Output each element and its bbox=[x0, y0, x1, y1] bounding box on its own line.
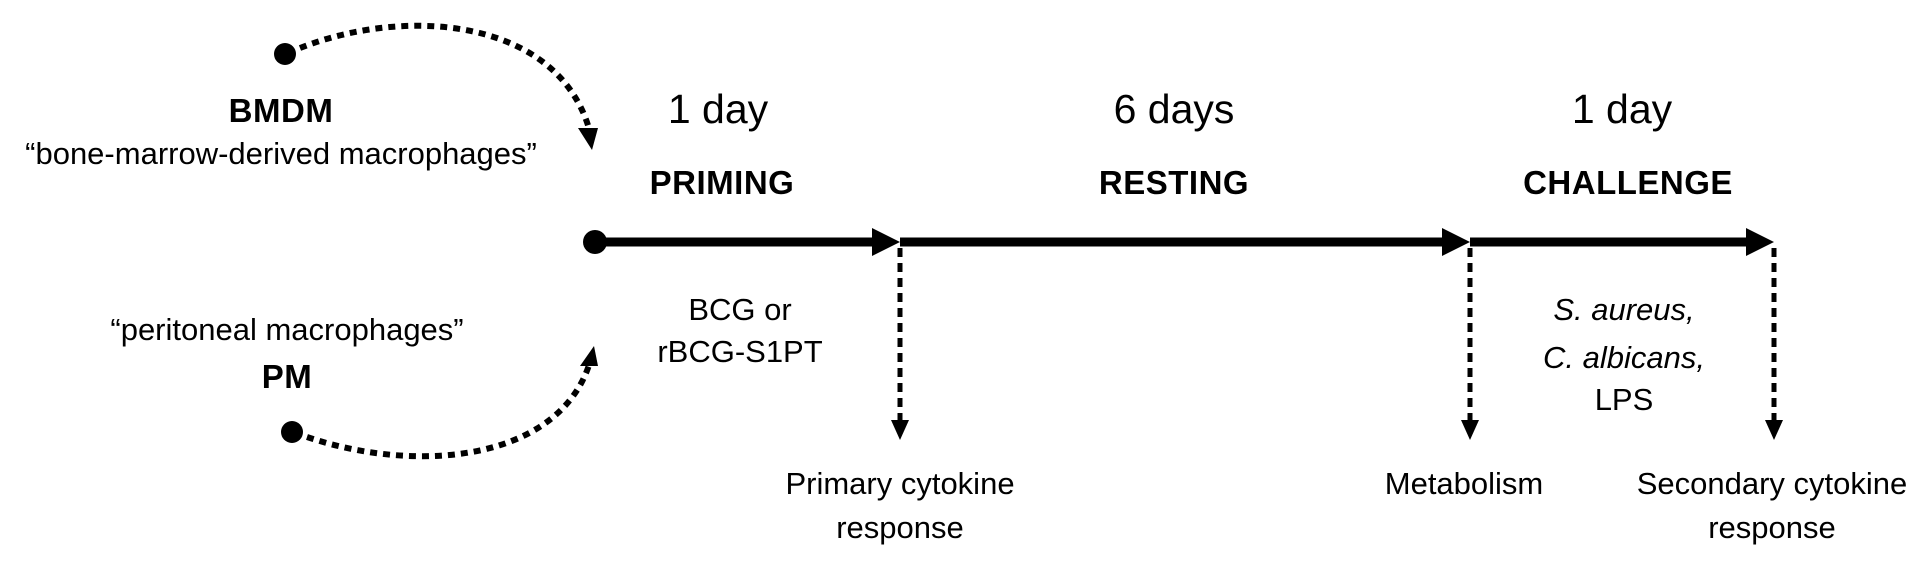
primary-readout-line-1: Primary cytokine bbox=[785, 466, 1015, 501]
metabolism-arrowhead bbox=[1461, 420, 1479, 440]
pm-source-dot bbox=[281, 421, 303, 443]
priming-arrowhead bbox=[872, 228, 900, 256]
bmdm-label: BMDM bbox=[228, 92, 334, 129]
bmdm-curved-dotted-arrow bbox=[298, 22, 593, 133]
metabolism-readout: Metabolism bbox=[1384, 466, 1544, 501]
pm-full-name: “peritoneal macrophages” bbox=[110, 312, 464, 347]
challenge-stimulus-s-aureus: S. aureus, bbox=[1553, 292, 1695, 327]
resting-arrowhead bbox=[1442, 228, 1470, 256]
resting-phase-title: RESTING bbox=[1098, 164, 1250, 201]
challenge-duration: 1 day bbox=[1571, 86, 1673, 132]
resting-duration: 6 days bbox=[1113, 86, 1235, 132]
challenge-phase-title: CHALLENGE bbox=[1523, 164, 1733, 201]
primary-readout-line-2: response bbox=[836, 510, 964, 545]
priming-stimulus-line-1: BCG or bbox=[688, 292, 792, 327]
priming-stimulus-line-2: rBCG-S1PT bbox=[657, 334, 823, 369]
pm-label: PM bbox=[261, 358, 313, 395]
secondary-readout-line-1: Secondary cytokine bbox=[1636, 466, 1908, 501]
timeline-start-dot bbox=[583, 230, 607, 254]
challenge-stimulus-c-albicans: C. albicans, bbox=[1543, 340, 1705, 375]
priming-duration: 1 day bbox=[667, 86, 769, 132]
bmdm-arrowhead bbox=[578, 128, 598, 150]
challenge-arrowhead bbox=[1746, 228, 1774, 256]
pm-curved-dotted-arrow bbox=[306, 361, 593, 460]
secondary-readout-arrowhead bbox=[1765, 420, 1783, 440]
bmdm-full-name: “bone-marrow-derived macrophages” bbox=[25, 136, 537, 171]
primary-readout-arrowhead bbox=[891, 420, 909, 440]
bmdm-source-dot bbox=[274, 43, 296, 65]
secondary-readout-line-2: response bbox=[1708, 510, 1836, 545]
challenge-stimulus-lps: LPS bbox=[1594, 382, 1654, 417]
pm-arrowhead bbox=[580, 346, 598, 366]
priming-phase-title: PRIMING bbox=[649, 164, 795, 201]
